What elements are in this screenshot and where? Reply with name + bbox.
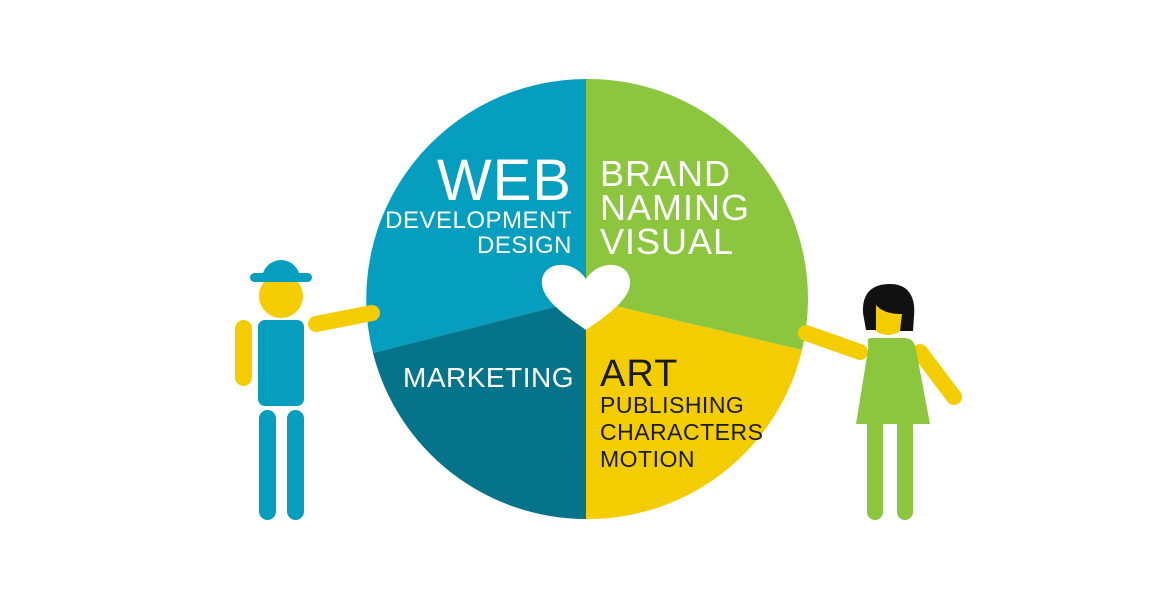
- man-left-arm: [235, 320, 252, 386]
- woman-raised-arm: [912, 344, 962, 405]
- woman-pointing-arm: [798, 325, 868, 360]
- web-line-development: DEVELOPMENT: [385, 207, 572, 234]
- man-torso: [258, 320, 304, 406]
- service-wheel: [366, 78, 808, 520]
- brand-line-visual: VISUAL: [600, 221, 734, 262]
- segment-marketing: [373, 299, 586, 519]
- art-line-characters: CHARACTERS: [600, 419, 763, 445]
- man-pointing-arm: [308, 305, 380, 332]
- woman-hair: [862, 284, 915, 331]
- marketing-title: MARKETING: [403, 362, 574, 393]
- man-hat-brim: [250, 273, 312, 282]
- woman-dress: [856, 338, 930, 424]
- art-line-publishing: PUBLISHING: [600, 392, 744, 418]
- art-title: ART: [600, 353, 678, 395]
- man-leg-left: [259, 410, 276, 520]
- man-head: [259, 274, 303, 318]
- woman-leg-right: [897, 418, 913, 520]
- segment-brand: [586, 78, 808, 350]
- web-line-design: DESIGN: [477, 232, 572, 259]
- woman-icon: [798, 284, 962, 520]
- heart-icon: [541, 264, 631, 330]
- man-leg-right: [287, 410, 304, 520]
- brand-line-naming: NAMING: [600, 187, 750, 228]
- web-title: WEB: [437, 148, 572, 213]
- art-line-motion: MOTION: [600, 446, 695, 472]
- segment-web: [366, 79, 586, 353]
- woman-leg-left: [867, 418, 883, 520]
- man-with-hat-icon: [235, 260, 380, 520]
- segment-art: [586, 299, 802, 520]
- brand-line-brand: BRAND: [600, 153, 731, 194]
